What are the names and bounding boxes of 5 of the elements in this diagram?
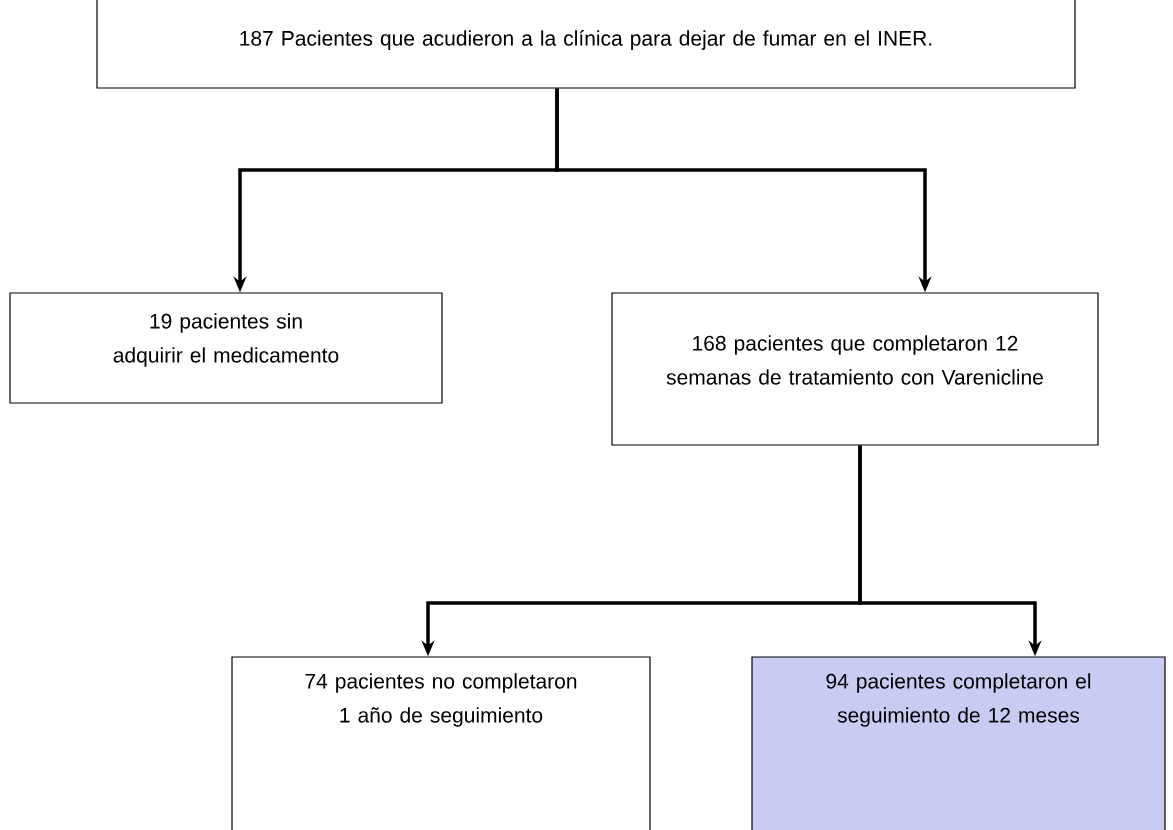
- process-box: 187 Pacientes que acudieron a la clínica para dejar de fumar en el INER.: [96, 0, 1076, 89]
- process-box: 168 pacientes que completaron 12 semanas de tratamiento con Varenicline: [611, 292, 1099, 446]
- process-box: 19 pacientes sin adquirir el medicamento: [9, 292, 443, 404]
- process-box: 74 pacientes no completaron 1 año de seguimiento: [231, 656, 651, 830]
- process-box: 94 pacientes completaron el seguimiento de 12 meses: [751, 656, 1166, 830]
